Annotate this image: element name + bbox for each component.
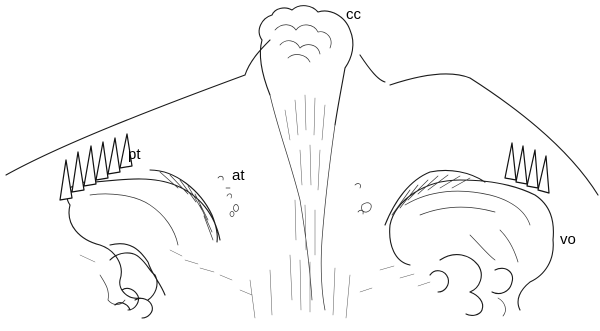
central-fibrous-hatching [250, 95, 350, 318]
label-vo: vo [560, 231, 576, 248]
label-pt: pt [128, 146, 141, 163]
right-lobe [390, 180, 554, 310]
central-cone [259, 6, 353, 310]
right-small-tubercles [355, 184, 371, 214]
right-plate-spines [505, 143, 549, 193]
left-ruffled-foot [110, 253, 157, 318]
right-ruffled-foot [430, 255, 513, 316]
label-at: at [232, 167, 245, 184]
right-arc-spines [385, 170, 485, 225]
lower-fringe [80, 250, 430, 295]
label-cc: cc [346, 6, 362, 23]
